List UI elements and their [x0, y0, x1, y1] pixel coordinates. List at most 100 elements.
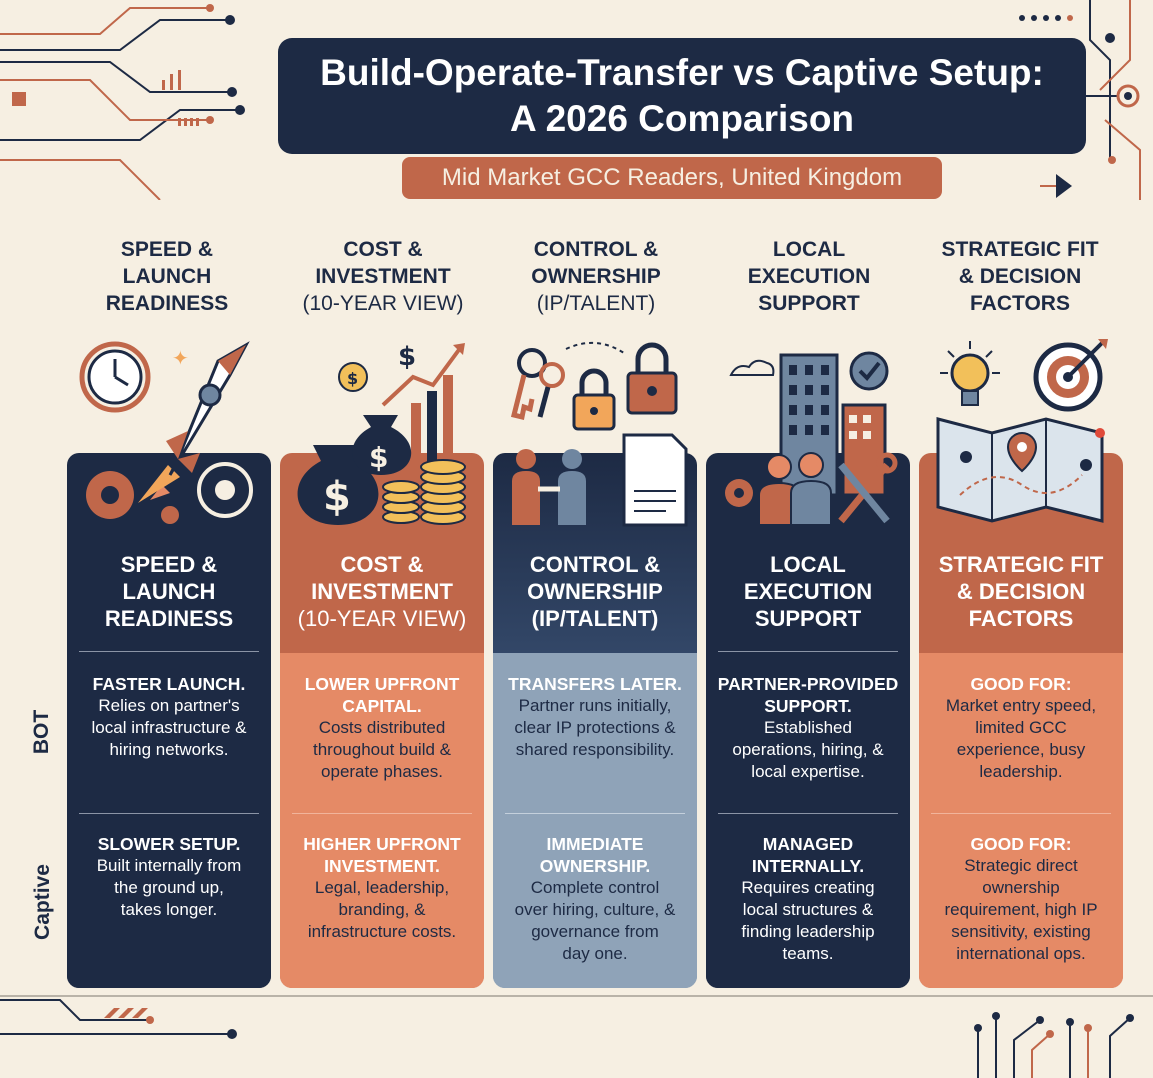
circuit-decoration-bottom-right — [974, 1012, 1134, 1078]
cell-text: infrastructure costs. — [307, 922, 457, 941]
cell-text: governance from — [531, 922, 659, 941]
bot-cell: TRANSFERS LATER. Partner runs initially,… — [501, 673, 689, 761]
row-label-captive: Captive — [31, 864, 54, 940]
card-heading: SPEED & LAUNCH READINESS — [67, 551, 271, 632]
cell-text: Costs distributed — [318, 718, 446, 737]
card-heading-subline: (10-YEAR VIEW) — [297, 606, 467, 631]
cell-text: over hiring, culture, & — [514, 900, 676, 919]
heading-line: INVESTMENT — [315, 265, 451, 288]
cell-heading: HIGHER UPFRONT — [303, 834, 461, 854]
card-header: CONTROL & OWNERSHIP (IP/TALENT) — [493, 453, 697, 653]
circuit-decoration-top-right — [1019, 0, 1141, 200]
cell-text: shared responsibility. — [515, 740, 675, 759]
cell-heading: PARTNER-PROVIDED — [717, 674, 899, 694]
cell-heading: FASTER LAUNCH. — [92, 674, 246, 694]
target-icon — [1033, 339, 1108, 412]
svg-text:$: $ — [347, 369, 358, 388]
divider — [292, 813, 472, 814]
heading-line: EXECUTION — [747, 265, 871, 288]
card-heading: LOCAL EXECUTION SUPPORT — [706, 551, 910, 632]
column-heading-strategic: STRATEGIC FIT & DECISION FACTORS — [915, 236, 1125, 317]
cell-text: clear IP protections & — [514, 718, 676, 737]
captive-cell: GOOD FOR: Strategic direct ownership req… — [927, 833, 1115, 965]
card-header: STRATEGIC FIT & DECISION FACTORS — [919, 453, 1123, 653]
column-card-cost: COST & INVESTMENT (10-YEAR VIEW) LOWER U… — [280, 453, 484, 988]
team-icon — [758, 452, 832, 526]
divider — [505, 813, 685, 814]
cell-text: sensitivity, existing — [951, 922, 1091, 941]
heading-line: READINESS — [105, 292, 229, 315]
clock-icon — [79, 341, 151, 413]
svg-text:✦: ✦ — [172, 346, 189, 370]
coin-stack-icon — [382, 459, 466, 525]
card-heading-line: FACTORS — [968, 606, 1074, 631]
card-heading-line: COST & — [340, 552, 424, 577]
map-icon — [936, 417, 1104, 523]
card-heading-line: OWNERSHIP — [527, 579, 663, 604]
card-body: LOWER UPFRONT CAPITAL. Costs distributed… — [280, 653, 484, 988]
cell-heading: LOWER UPFRONT — [304, 674, 460, 694]
cell-text: limited GCC — [975, 718, 1067, 737]
card-heading-line: INVESTMENT — [311, 579, 453, 604]
card-heading-line: STRATEGIC FIT — [938, 552, 1104, 577]
cell-heading: TRANSFERS LATER. — [508, 674, 682, 694]
cell-text: finding leadership — [741, 922, 875, 941]
bot-cell: FASTER LAUNCH. Relies on partner's local… — [75, 673, 263, 761]
cell-heading: SLOWER SETUP. — [97, 834, 241, 854]
divider — [79, 651, 259, 652]
heading-line: STRATEGIC FIT — [941, 238, 1099, 261]
cell-text: teams. — [782, 944, 834, 963]
divider — [718, 813, 898, 814]
captive-cell: SLOWER SETUP. Built internally from the … — [75, 833, 263, 921]
divider — [931, 813, 1111, 814]
cell-heading: CAPITAL. — [342, 696, 422, 716]
cell-heading: SUPPORT. — [764, 696, 852, 716]
cell-text: local structures & — [742, 900, 874, 919]
cost-illustration: $ $ $ $ — [297, 342, 466, 525]
cell-heading: OWNERSHIP. — [539, 856, 651, 876]
column-heading-cost: COST & INVESTMENT (10-YEAR VIEW) — [278, 236, 488, 317]
circuit-decoration-bottom-left — [0, 999, 237, 1039]
card-body: PARTNER-PROVIDED SUPPORT. Established op… — [706, 653, 910, 988]
heading-line: SPEED & — [120, 238, 214, 261]
rocket-icon — [138, 341, 250, 503]
heading-line: & DECISION — [958, 265, 1082, 288]
lightbulb-icon — [940, 341, 1000, 406]
card-body: FASTER LAUNCH. Relies on partner's local… — [67, 653, 271, 988]
title-line-2: A 2026 Comparison — [509, 98, 855, 139]
cell-text: local expertise. — [751, 762, 865, 781]
captive-cell: HIGHER UPFRONT INVESTMENT. Legal, leader… — [288, 833, 476, 943]
heading-line: SUPPORT — [758, 292, 860, 315]
key-icon — [510, 348, 565, 421]
gear-icon — [86, 462, 253, 524]
card-heading: COST & INVESTMENT (10-YEAR VIEW) — [280, 551, 484, 632]
column-card-control: CONTROL & OWNERSHIP (IP/TALENT) TRANSFER… — [493, 453, 697, 988]
svg-text:$: $ — [369, 441, 388, 474]
captive-cell: IMMEDIATE OWNERSHIP. Complete control ov… — [501, 833, 689, 965]
cell-text: Legal, leadership, — [314, 878, 450, 897]
cell-text: branding, & — [338, 900, 426, 919]
card-header: SPEED & LAUNCH READINESS — [67, 453, 271, 653]
padlock-icon — [572, 342, 678, 431]
control-illustration — [510, 342, 688, 527]
column-heading-speed: SPEED & LAUNCH READINESS — [62, 236, 272, 317]
cell-text: Relies on partner's — [98, 696, 240, 715]
title-banner: Build-Operate-Transfer vs Captive Setup:… — [278, 38, 1086, 154]
heading-line: OWNERSHIP — [531, 265, 661, 288]
cell-text: local infrastructure & — [91, 718, 247, 737]
cell-heading: MANAGED — [762, 834, 854, 854]
heading-line: FACTORS — [970, 292, 1070, 315]
ip-document-icon — [622, 433, 688, 527]
captive-cell: MANAGED INTERNALLY. Requires creating lo… — [714, 833, 902, 965]
cell-text: hiring networks. — [109, 740, 229, 759]
card-header: COST & INVESTMENT (10-YEAR VIEW) — [280, 453, 484, 653]
heading-line: LAUNCH — [122, 265, 212, 288]
svg-text:$: $ — [398, 342, 416, 372]
divider — [718, 651, 898, 652]
card-body: GOOD FOR: Market entry speed, limited GC… — [919, 653, 1123, 988]
cell-text: operations, hiring, & — [732, 740, 884, 759]
local-illustration — [725, 351, 898, 526]
column-heading-control: CONTROL & OWNERSHIP (IP/TALENT) — [491, 236, 701, 317]
card-heading-line: SUPPORT — [754, 606, 862, 631]
circuit-decoration-top-left — [0, 4, 245, 200]
